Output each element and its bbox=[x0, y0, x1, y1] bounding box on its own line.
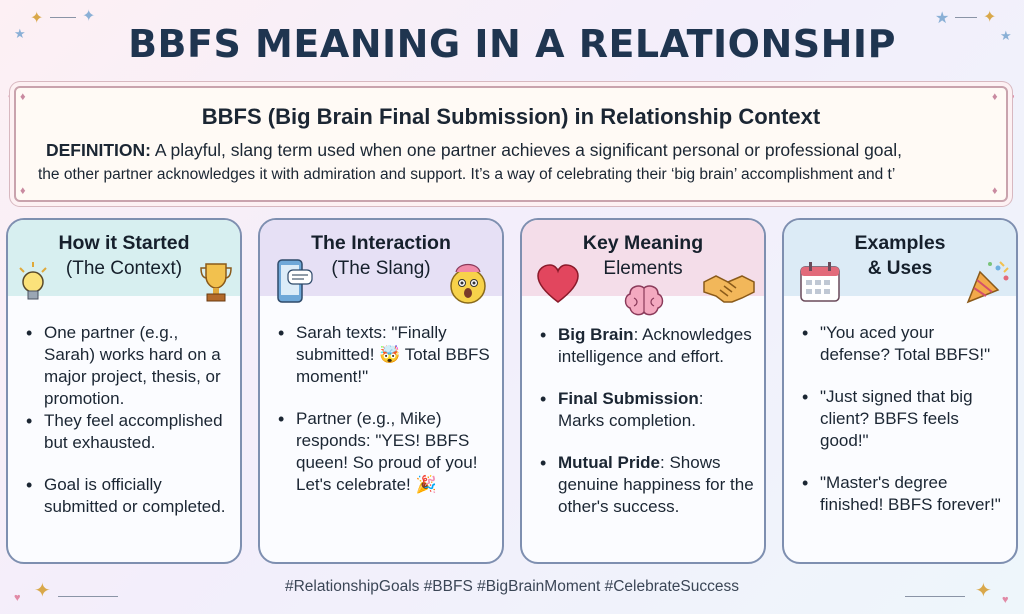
divider-line bbox=[58, 596, 118, 597]
star-icon: ★ bbox=[14, 26, 26, 41]
card-subtitle: (The Slang) bbox=[331, 258, 431, 279]
star-icon: ✦ bbox=[82, 8, 96, 25]
sparkle-icon: ✦ bbox=[30, 10, 44, 27]
hashtags-footer: #RelationshipGoals #BBFS #BigBrainMoment… bbox=[284, 578, 740, 595]
list-item: "Master's degree finished! BBFS forever!… bbox=[802, 472, 1006, 516]
card-header bbox=[8, 220, 240, 296]
list-item: One partner (e.g., Sarah) works hard on … bbox=[26, 322, 230, 410]
list-item: Goal is officially submitted or complete… bbox=[26, 474, 230, 518]
item-term: Big Brain bbox=[558, 325, 634, 344]
card-the-interaction: The Interaction (The Slang) Sarah texts:… bbox=[258, 218, 504, 564]
card-how-it-started: How it Started (The Context) One partner… bbox=[6, 218, 242, 564]
sparkle-icon: ✦ bbox=[983, 9, 997, 26]
list-item: "You aced your defense? Total BBFS!" bbox=[802, 322, 1006, 366]
corner-ornament-icon: ♦ bbox=[992, 185, 998, 197]
definition-text-1: A playful, slang term used when one part… bbox=[154, 140, 903, 160]
item-term: Final Submission bbox=[558, 389, 699, 408]
definition-line-2: the other partner acknowledges it with a… bbox=[38, 166, 896, 183]
card-title: Examples bbox=[854, 232, 946, 254]
heart-icon bbox=[537, 264, 579, 303]
lightbulb-icon bbox=[19, 262, 47, 300]
page-title: BBFS MEANING IN A RELATIONSHIP bbox=[128, 22, 896, 66]
card-subtitle: (The Context) bbox=[65, 258, 183, 279]
divider-line bbox=[955, 17, 977, 18]
heart-icon: ♥ bbox=[1008, 92, 1015, 104]
card-body: One partner (e.g., Sarah) works hard on … bbox=[26, 322, 230, 518]
list-item: Big Brain: Acknowledges intelligence and… bbox=[540, 324, 754, 368]
card-title: Key Meaning bbox=[582, 232, 704, 254]
item-text: : Marks completion. bbox=[558, 389, 704, 430]
card-body: Big Brain: Acknowledges intelligence and… bbox=[540, 324, 754, 518]
corner-ornament-icon: ♦ bbox=[20, 185, 26, 197]
definition-line-1: DEFINITION: A playful, slang term used w… bbox=[46, 140, 1006, 161]
calendar-icon bbox=[800, 262, 840, 302]
card-body: Sarah texts: "Finally submitted! 🤯 Total… bbox=[278, 322, 492, 496]
list-item: Final Submission: Marks completion. bbox=[540, 388, 754, 432]
handshake-icon bbox=[703, 275, 755, 303]
card-subtitle: Elements bbox=[603, 258, 683, 279]
mind-blown-emoji-icon bbox=[450, 263, 486, 304]
heart-icon: ♥ bbox=[1002, 594, 1009, 606]
sparkle-icon: ✦ bbox=[34, 580, 51, 602]
list-item: Mutual Pride: Shows genuine happiness fo… bbox=[540, 452, 754, 518]
sparkle-icon: ✦ bbox=[975, 580, 992, 602]
card-subtitle: & Uses bbox=[867, 258, 933, 279]
item-text: : Shows genuine happiness for the other'… bbox=[558, 453, 754, 516]
heart-icon: ♥ bbox=[14, 592, 21, 604]
list-item: Sarah texts: "Finally submitted! 🤯 Total… bbox=[278, 322, 492, 388]
item-term: Mutual Pride bbox=[558, 453, 661, 472]
list-item: "Just signed that big client? BBFS feels… bbox=[802, 386, 1006, 452]
item-text: : Acknowledges intelligence and effort. bbox=[558, 325, 752, 366]
star-icon: ★ bbox=[1000, 28, 1012, 43]
trophy-icon bbox=[200, 263, 232, 302]
corner-ornament-icon: ♦ bbox=[992, 91, 998, 103]
star-icon: ★ bbox=[935, 10, 950, 27]
brain-icon bbox=[624, 285, 664, 316]
corner-ornament-icon: ♦ bbox=[20, 91, 26, 103]
heart-icon: ♥ bbox=[8, 92, 15, 104]
definition-label: DEFINITION: bbox=[46, 140, 151, 160]
list-item: They feel accomplished but exhausted. bbox=[26, 410, 230, 454]
divider-line bbox=[50, 17, 76, 18]
divider-line bbox=[905, 596, 965, 597]
list-item: Partner (e.g., Mike) responds: "YES! BBF… bbox=[278, 408, 492, 496]
card-title: How it Started bbox=[58, 232, 190, 254]
card-body: "You aced your defense? Total BBFS!" "Ju… bbox=[802, 322, 1006, 516]
definition-box: ♦ ♦ ♦ ♦ BBFS (Big Brain Final Submission… bbox=[14, 86, 1008, 202]
phone-chat-icon bbox=[277, 259, 313, 303]
party-popper-icon bbox=[966, 261, 1009, 304]
card-title: The Interaction bbox=[311, 232, 451, 254]
card-examples: Examples & Uses "You aced your defense? … bbox=[782, 218, 1018, 564]
definition-heading: BBFS (Big Brain Final Submission) in Rel… bbox=[201, 104, 821, 129]
card-key-meaning: Key Meaning Elements Big Brain: Acknowle… bbox=[520, 218, 766, 564]
